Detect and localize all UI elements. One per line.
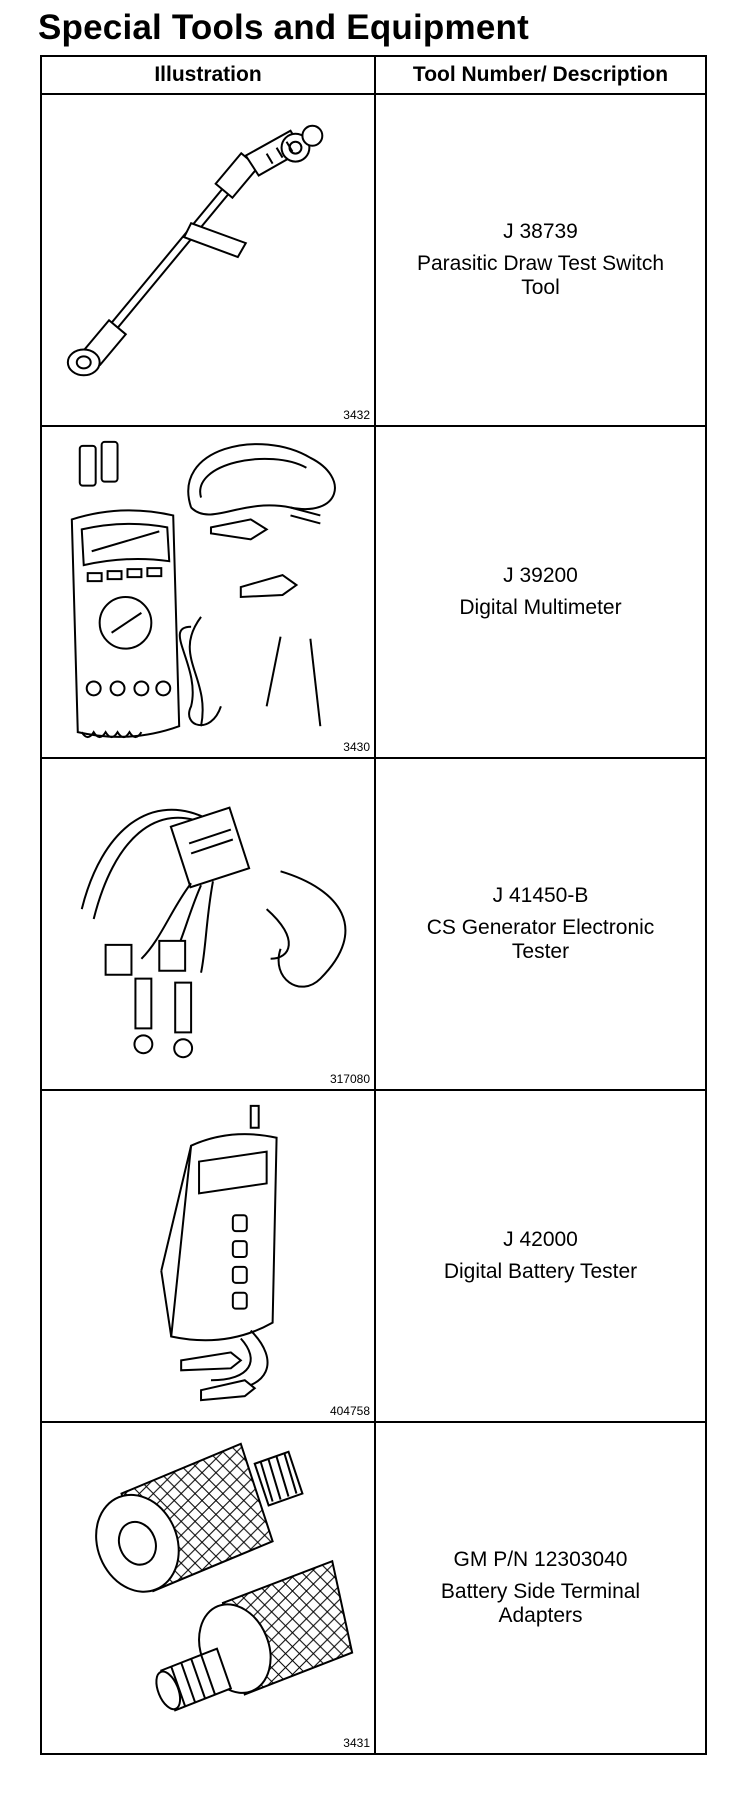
tool-number: J 39200 (503, 564, 578, 587)
figure-number: 3431 (343, 1736, 370, 1750)
tool-description: Parasitic Draw Test Switch Tool (416, 252, 665, 299)
header-tool-description: Tool Number/ Description (374, 55, 707, 95)
tool-number: J 41450-B (492, 884, 589, 907)
illustration-cell: 3432 (40, 93, 376, 427)
battery-tester-illustration (42, 1091, 374, 1421)
tool-description: Digital Multimeter (459, 596, 622, 619)
header-illustration: Illustration (40, 55, 376, 95)
tool-description-cell: J 38739 Parasitic Draw Test Switch Tool (374, 93, 707, 427)
tool-number: J 38739 (503, 220, 578, 243)
tool-description-cell: J 42000 Digital Battery Tester (374, 1089, 707, 1423)
tool-description-cell: GM P/N 12303040 Battery Side Terminal Ad… (374, 1421, 707, 1755)
tool-description: Battery Side Terminal Adapters (440, 1580, 641, 1627)
digital-multimeter-illustration (42, 427, 374, 757)
table-row: 317080 J 41450-B CS Generator Electronic… (40, 757, 707, 1091)
tool-number: GM P/N 12303040 (453, 1548, 628, 1571)
figure-number: 3432 (343, 408, 370, 422)
tool-description: CS Generator Electronic Tester (426, 916, 655, 963)
illustration-cell: 3430 (40, 425, 376, 759)
figure-number: 404758 (329, 1404, 370, 1418)
generator-tester-illustration (42, 759, 374, 1089)
figure-number: 3430 (343, 740, 370, 754)
tool-number: J 42000 (503, 1228, 578, 1251)
figure-number: 317080 (329, 1072, 370, 1086)
page-title: Special Tools and Equipment (38, 8, 529, 47)
illustration-cell: 317080 (40, 757, 376, 1091)
tool-description: Digital Battery Tester (443, 1260, 638, 1283)
tools-table: Illustration Tool Number/ Description (40, 55, 707, 1755)
illustration-cell: 3431 (40, 1421, 376, 1755)
table-row: 3430 J 39200 Digital Multimeter (40, 425, 707, 759)
tool-description-cell: J 41450-B CS Generator Electronic Tester (374, 757, 707, 1091)
table-row: 3431 GM P/N 12303040 Battery Side Termin… (40, 1421, 707, 1755)
table-row: 404758 J 42000 Digital Battery Tester (40, 1089, 707, 1423)
table-row: 3432 J 38739 Parasitic Draw Test Switch … (40, 93, 707, 427)
tool-description-cell: J 39200 Digital Multimeter (374, 425, 707, 759)
illustration-cell: 404758 (40, 1089, 376, 1423)
parasitic-draw-switch-illustration (42, 95, 374, 425)
terminal-adapters-illustration (42, 1423, 374, 1753)
table-header-row: Illustration Tool Number/ Description (40, 55, 707, 95)
